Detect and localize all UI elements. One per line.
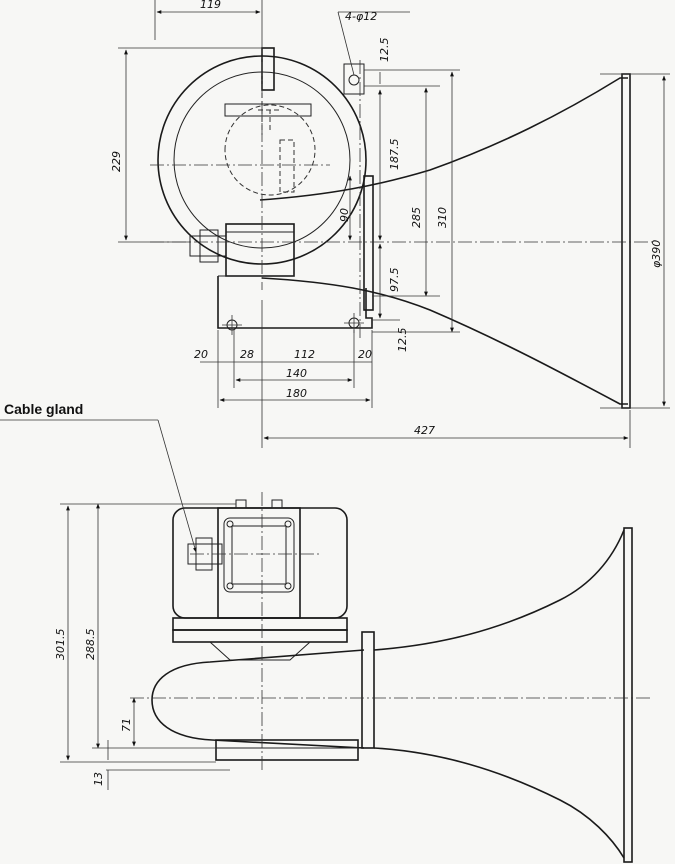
mounting-base [215, 739, 359, 761]
dim-12-5-bottom: 12.5 [396, 328, 409, 353]
dim-112: 112 [294, 348, 315, 361]
dim-13: 13 [92, 772, 105, 786]
dim-12-5-top: 12.5 [378, 38, 391, 63]
dim-310: 310 [436, 207, 449, 228]
horn-driver [151, 649, 365, 749]
dim-140: 140 [286, 367, 307, 380]
dim-97-5: 97.5 [388, 268, 401, 293]
dim-hole-spec: 4-φ12 [345, 10, 377, 23]
horn-flange [363, 175, 374, 311]
bottom-view [0, 419, 650, 863]
dim-187-5: 187.5 [388, 139, 401, 171]
shaft-top [261, 47, 275, 91]
dim-90: 90 [338, 208, 351, 222]
housing-body [172, 507, 348, 619]
dim-285: 285 [410, 207, 423, 228]
horn-profile-top [259, 77, 628, 201]
dim-28: 28 [240, 348, 254, 361]
cable-gland-label: Cable gland [4, 401, 83, 417]
dim-229: 229 [110, 151, 123, 172]
internal-mechanism-dashed [224, 85, 316, 196]
top-view [118, 0, 670, 448]
horn-mouth [621, 73, 631, 409]
junction-box [217, 507, 301, 619]
bracket [217, 276, 373, 329]
cable-gland-top [189, 235, 227, 257]
dim-20-right: 20 [358, 348, 372, 361]
dim-71: 71 [120, 718, 133, 732]
dim-180: 180 [286, 387, 307, 400]
dim-119: 119 [200, 0, 221, 11]
front-horn-mouth [623, 527, 633, 863]
dim-288-5: 288.5 [84, 629, 97, 661]
top-mount-bracket [343, 63, 365, 95]
front-flange [361, 631, 375, 749]
cover-plate [224, 103, 312, 117]
dim-301-5: 301.5 [54, 629, 67, 661]
dim-390: φ390 [650, 240, 663, 268]
horn-profile-bottom-top [373, 529, 625, 651]
dim-427: 427 [414, 424, 435, 437]
dim-20-left: 20 [194, 348, 208, 361]
